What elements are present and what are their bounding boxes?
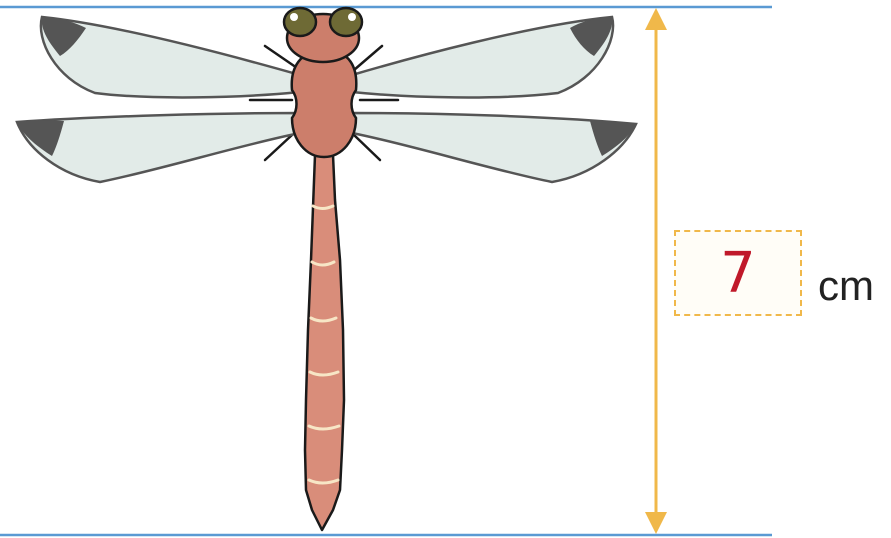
unit-label: cm (818, 262, 874, 310)
wing-lower-left (17, 113, 300, 182)
right-eye-icon (330, 8, 362, 36)
measurement-value: 7 (676, 232, 800, 314)
abdomen (305, 155, 344, 530)
dragonfly-icon (17, 8, 636, 530)
wing-lower-right (352, 113, 636, 182)
double-headed-arrow-icon (645, 8, 667, 534)
left-eye-icon (284, 8, 316, 36)
thorax (292, 50, 357, 157)
answer-box[interactable]: 7 (674, 230, 802, 316)
wing-upper-right (352, 17, 613, 97)
wing-upper-left (41, 17, 300, 97)
